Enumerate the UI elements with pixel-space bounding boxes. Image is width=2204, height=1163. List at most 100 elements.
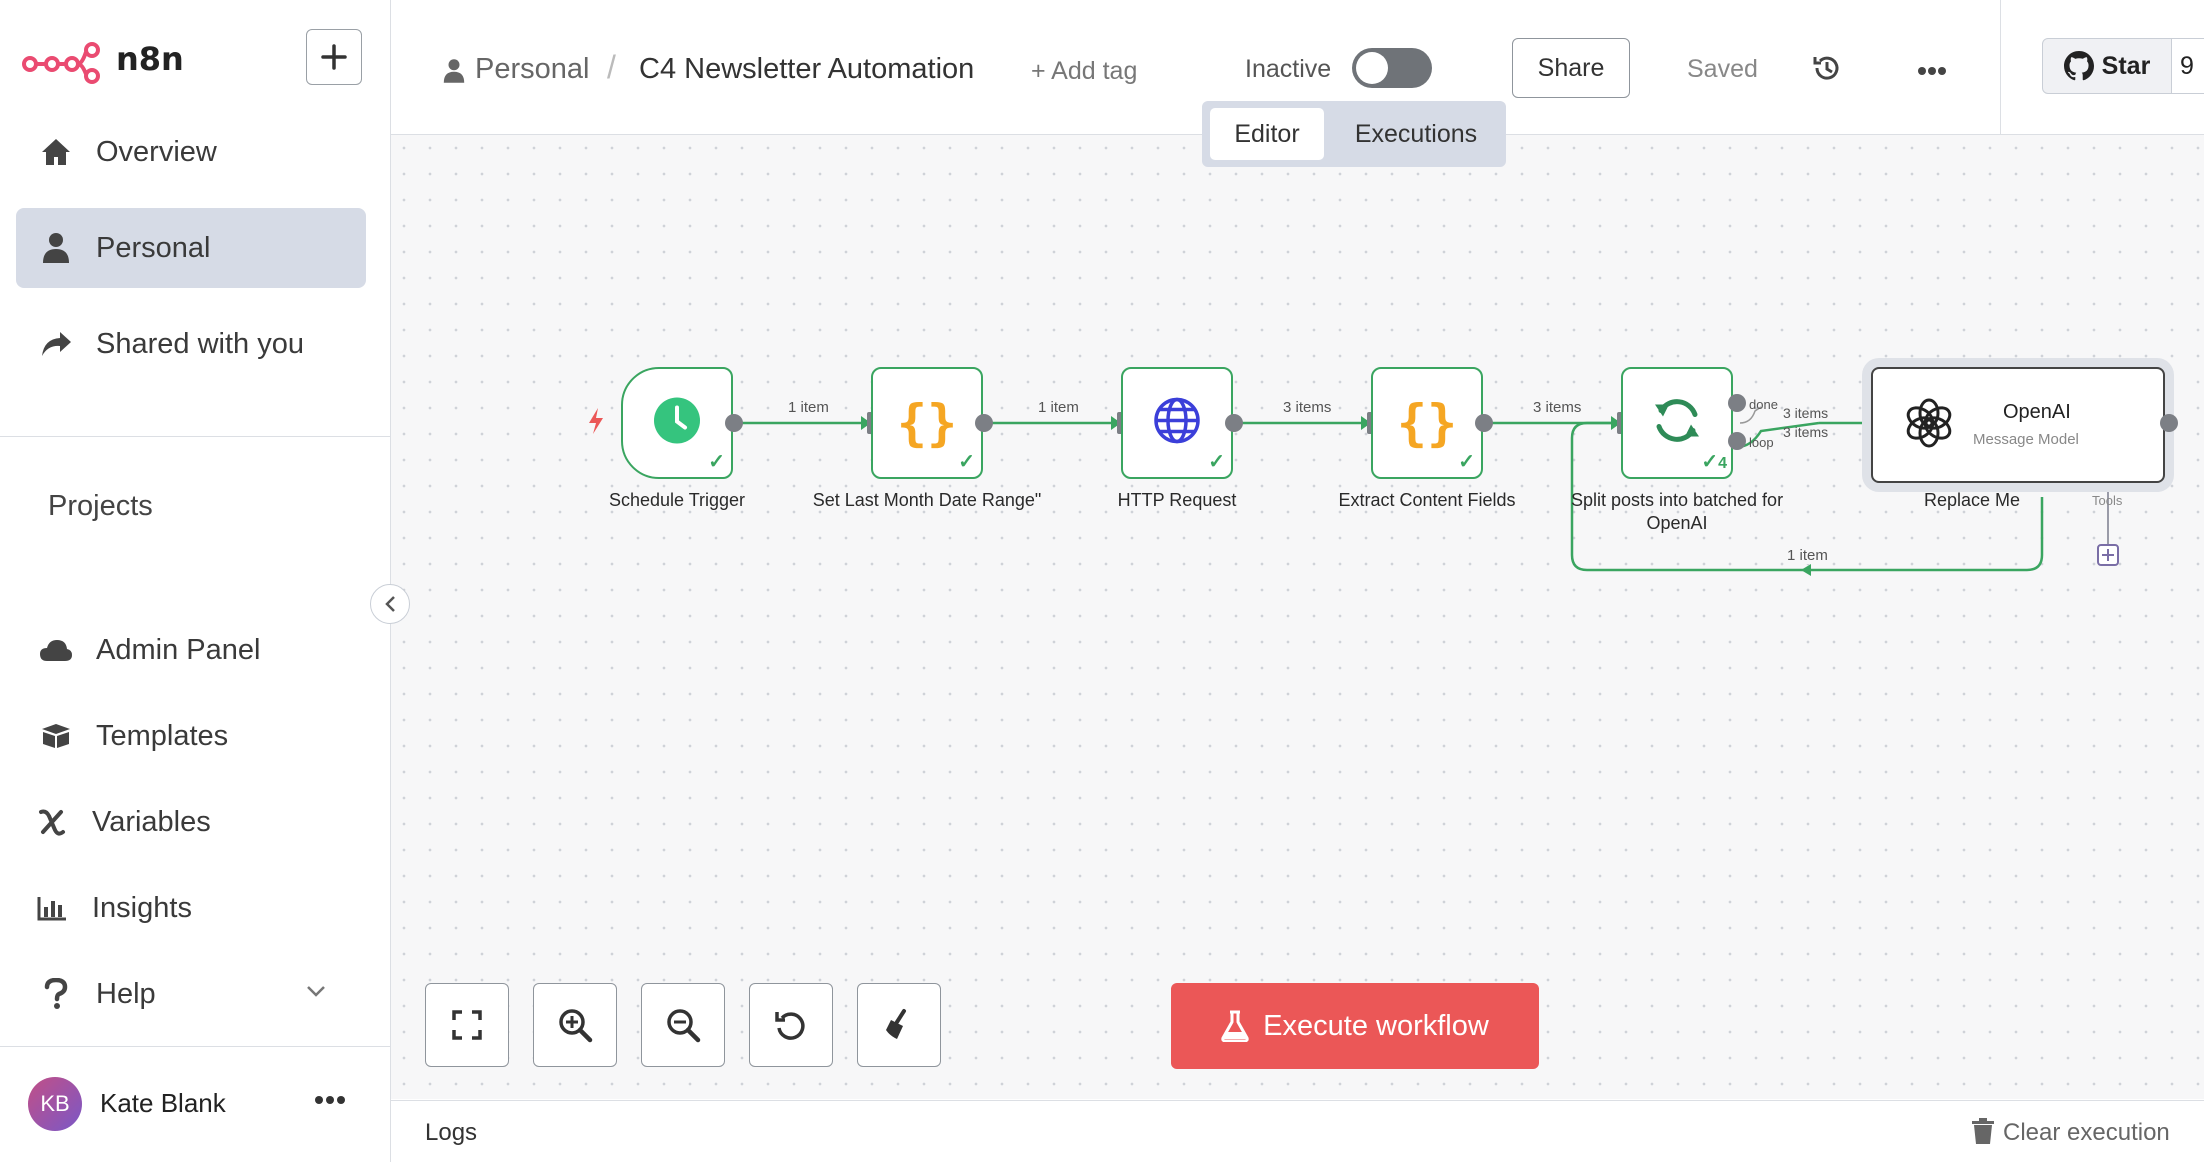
sidebar-item-label: Insights xyxy=(92,891,192,924)
help-icon xyxy=(36,978,76,1010)
fit-view-button[interactable] xyxy=(425,983,509,1067)
node-label: Schedule Trigger xyxy=(608,490,746,510)
node-output-port-done[interactable] xyxy=(1728,394,1746,412)
output-label-loop: loop xyxy=(1749,435,1774,450)
node-set-date-range[interactable]: {} ✓ xyxy=(871,367,983,479)
sidebar-item-admin-panel[interactable]: Admin Panel xyxy=(16,610,366,690)
sidebar-item-templates[interactable]: Templates xyxy=(16,696,366,776)
share-icon xyxy=(36,330,76,358)
zoom-in-button[interactable] xyxy=(533,983,617,1067)
n8n-logo-icon xyxy=(22,42,100,84)
node-http-request[interactable]: ✓ xyxy=(1121,367,1233,479)
chart-icon xyxy=(32,895,72,921)
workflow-canvas[interactable]: ✓ Schedule Trigger {} ✓ Set Last Month D… xyxy=(391,135,2204,1099)
edge-label: 1 item xyxy=(1035,399,1082,416)
history-icon[interactable] xyxy=(1811,52,1843,89)
success-check-icon: ✓ xyxy=(708,451,725,473)
sidebar-item-insights[interactable]: Insights xyxy=(16,868,366,948)
sidebar-item-shared[interactable]: Shared with you xyxy=(16,304,366,384)
header-separator xyxy=(2000,0,2001,134)
avatar[interactable]: KB xyxy=(28,1077,82,1131)
home-icon xyxy=(36,137,76,167)
n8n-logo[interactable] xyxy=(22,40,102,89)
sidebar-divider xyxy=(0,436,390,437)
edge-label: 1 item xyxy=(1784,547,1831,564)
sidebar-item-overview[interactable]: Overview xyxy=(16,112,366,192)
sidebar-item-variables[interactable]: Variables xyxy=(16,782,366,862)
node-output-port[interactable] xyxy=(1475,414,1493,432)
zoom-out-button[interactable] xyxy=(641,983,725,1067)
fullscreen-icon xyxy=(452,1010,482,1040)
user-name: Kate Blank xyxy=(100,1088,226,1118)
app-name: n8n xyxy=(116,40,184,78)
logs-panel[interactable]: Logs Clear execution xyxy=(391,1100,2204,1163)
plus-icon xyxy=(321,44,347,70)
clear-execution-button[interactable]: Clear execution xyxy=(2003,1119,2170,1146)
node-output-port-loop[interactable] xyxy=(1728,432,1746,450)
tidy-up-button[interactable] xyxy=(857,983,941,1067)
sidebar-item-label: Help xyxy=(96,977,156,1010)
sidebar-item-label: Templates xyxy=(96,719,229,752)
create-button[interactable] xyxy=(306,29,362,85)
execute-label: Execute workflow xyxy=(1263,1009,1489,1042)
breadcrumb-project[interactable]: Personal xyxy=(475,53,590,85)
reset-zoom-button[interactable] xyxy=(749,983,833,1067)
star-label: Star xyxy=(2101,51,2151,80)
node-openai[interactable]: OpenAI Message Model xyxy=(1871,367,2165,483)
workflow-name[interactable]: C4 Newsletter Automation xyxy=(639,53,975,85)
edge-label: 3 items xyxy=(1280,399,1335,416)
node-schedule-trigger[interactable]: ✓ xyxy=(621,367,733,479)
edge-label: 3 items xyxy=(1530,399,1585,416)
logs-title: Logs xyxy=(425,1119,478,1146)
sidebar-item-help[interactable]: Help xyxy=(16,954,366,1034)
add-tag-link[interactable]: + Add tag xyxy=(1031,57,1138,85)
node-label: Replace Me xyxy=(1923,490,2021,510)
connections-layer xyxy=(735,406,2119,576)
node-output-port[interactable] xyxy=(2160,414,2178,432)
user-menu-icon[interactable] xyxy=(314,1092,346,1110)
globe-icon xyxy=(1152,396,1202,451)
trigger-bolt-icon xyxy=(587,407,605,440)
node-label: Set Last Month Date Range" xyxy=(812,490,1042,510)
node-extract-content-fields[interactable]: {} ✓ xyxy=(1371,367,1483,479)
undo-icon xyxy=(775,1012,805,1040)
node-label: Extract Content Fields xyxy=(1338,490,1516,510)
projects-title: Projects xyxy=(48,490,153,522)
clock-icon xyxy=(653,397,701,450)
tab-executions[interactable]: Executions xyxy=(1354,119,1478,148)
run-count: 4 xyxy=(1718,455,1727,472)
person-icon xyxy=(36,232,76,264)
sidebar-item-label: Admin Panel xyxy=(96,633,261,666)
zoom-in-icon xyxy=(559,1009,593,1043)
breadcrumb-separator: / xyxy=(607,49,616,85)
node-label: Split posts into batched for OpenAI xyxy=(1570,490,1784,534)
node-output-port[interactable] xyxy=(975,414,993,432)
node-output-port[interactable] xyxy=(725,414,743,432)
workflow-status-label: Inactive xyxy=(1245,55,1332,83)
variables-icon xyxy=(32,808,72,836)
active-toggle[interactable] xyxy=(1352,48,1432,88)
loop-icon xyxy=(1651,395,1703,452)
node-label: HTTP Request xyxy=(1117,490,1237,510)
github-star-button[interactable]: Star xyxy=(2042,38,2172,94)
edge-label: 3 items xyxy=(1783,405,1829,421)
tab-editor[interactable]: Editor xyxy=(1210,108,1324,160)
node-split-in-batches[interactable]: ✓4 xyxy=(1621,367,1733,479)
star-count: 9 xyxy=(2172,38,2204,94)
sidebar-item-personal[interactable]: Personal xyxy=(16,208,366,288)
saved-status: Saved xyxy=(1687,55,1758,83)
sidebar: n8n Overview Personal Shared with you Pr… xyxy=(0,0,391,1162)
openai-icon xyxy=(1903,397,1955,454)
node-title: OpenAI xyxy=(2003,401,2071,423)
tools-label: Tools xyxy=(2092,493,2123,508)
collapse-sidebar-button[interactable] xyxy=(370,584,410,624)
zoom-out-icon xyxy=(667,1009,701,1043)
execute-workflow-button[interactable]: Execute workflow xyxy=(1171,983,1539,1069)
success-check-icon: ✓ xyxy=(1458,451,1475,473)
more-options-icon[interactable] xyxy=(1917,63,1947,81)
trash-icon xyxy=(1971,1117,1995,1150)
sidebar-divider xyxy=(0,1046,390,1047)
box-icon xyxy=(36,723,76,749)
share-button[interactable]: Share xyxy=(1512,38,1630,98)
node-output-port[interactable] xyxy=(1225,414,1243,432)
